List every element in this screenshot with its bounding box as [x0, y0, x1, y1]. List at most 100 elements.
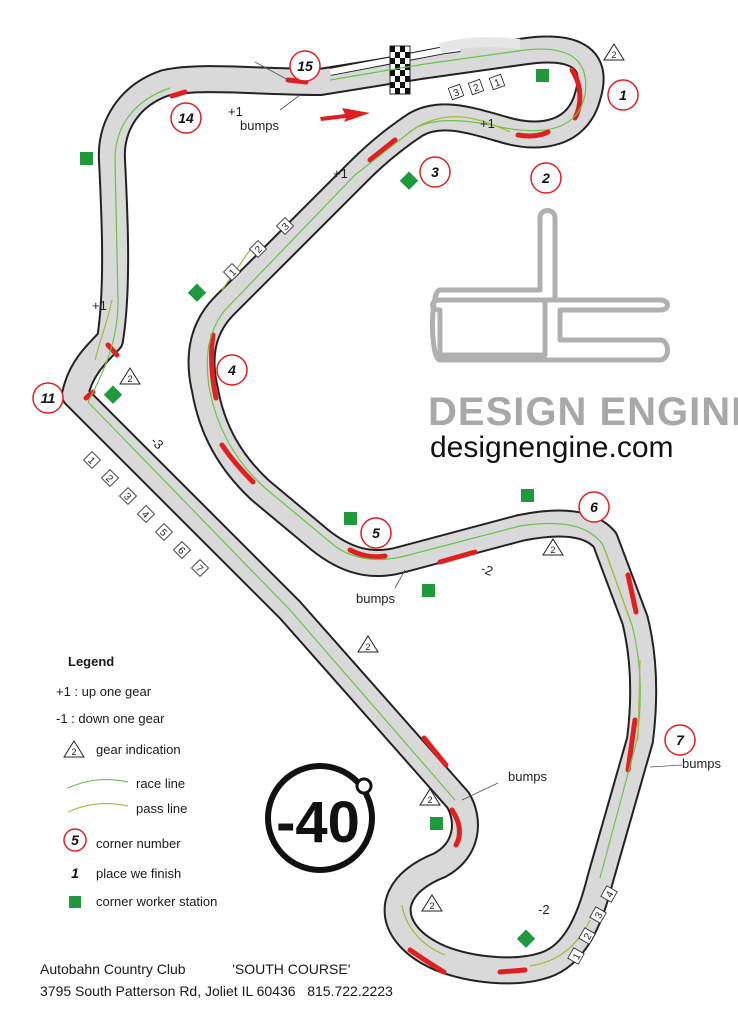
legend-place-icon: 1	[71, 865, 79, 881]
finish-markers: 3 2 1 1 2 3 1 2 3 4 5 6 7 1 2 3 4	[82, 73, 618, 965]
svg-text:1: 1	[571, 951, 584, 962]
bumps-label: bumps	[508, 769, 548, 784]
corner-4: 4	[216, 354, 248, 386]
footer-club: Autobahn Country Club	[40, 961, 186, 977]
svg-text:2: 2	[127, 374, 132, 384]
svg-text:14: 14	[178, 110, 194, 126]
worker-station	[399, 171, 419, 190]
bumps-label: bumps	[240, 118, 280, 133]
legend-down-gear: -1 : down one gear	[56, 711, 165, 726]
gear-marker: 2	[119, 367, 141, 385]
svg-text:6: 6	[590, 499, 598, 515]
legend-gear-indication: gear indication	[96, 742, 181, 757]
svg-text:2: 2	[429, 901, 434, 911]
legend-title: Legend	[68, 654, 115, 669]
worker-station	[187, 283, 207, 302]
legend-up-gear: +1 : up one gear	[56, 684, 152, 699]
corner-6: 6	[578, 491, 610, 523]
track-surface	[61, 35, 658, 985]
gear-change: +1	[333, 166, 348, 181]
svg-text:3: 3	[431, 164, 439, 180]
logo-mark	[430, 208, 670, 363]
corner-5: 5	[360, 517, 392, 549]
bumps-labels: bumps bumps bumps bumps	[240, 61, 722, 801]
gear-change: -3	[148, 434, 167, 453]
svg-text:2: 2	[582, 931, 595, 942]
gear-change: +1	[92, 298, 107, 313]
svg-text:15: 15	[297, 58, 313, 74]
worker-station	[521, 489, 534, 502]
svg-text:2: 2	[365, 642, 370, 652]
svg-text:1: 1	[619, 87, 627, 103]
gear-change: +1	[228, 104, 243, 119]
legend-worker-icon	[69, 896, 81, 908]
gear-change: -2	[538, 902, 550, 917]
corner-numbers: 1 2 3 4 5 6 7 11 14 15	[32, 50, 696, 756]
badge-40: -40	[265, 763, 375, 873]
bumps-label: bumps	[682, 756, 722, 771]
corner-2: 2	[530, 162, 562, 194]
gear-marker: 2	[603, 43, 625, 61]
footer-phone: 815.722.2223	[307, 983, 393, 999]
footer-address: 3795 South Patterson Rd, Joliet IL 60436	[40, 983, 296, 999]
gear-change: -2	[479, 561, 495, 579]
start-finish-flag	[389, 45, 411, 95]
worker-station	[430, 817, 443, 830]
gear-markers: 2 2 2 2 2 2	[119, 43, 625, 912]
legend-race-line-icon	[67, 778, 129, 789]
footer: Autobahn Country Club 'SOUTH COURSE' 379…	[40, 958, 393, 1002]
curbs	[83, 67, 639, 975]
corner-11: 11	[32, 382, 64, 414]
svg-text:5: 5	[71, 832, 79, 848]
legend-symbols: 2 5 1	[63, 740, 129, 908]
svg-text:1: 1	[493, 77, 502, 89]
worker-station	[536, 69, 549, 82]
worker-station	[516, 929, 536, 948]
svg-text:11: 11	[41, 390, 56, 406]
brand-name: DESIGN ENGINE	[428, 390, 738, 434]
corner-1: 1	[607, 79, 639, 111]
bumps-label: bumps	[356, 591, 396, 606]
worker-station	[344, 512, 357, 525]
race-line	[87, 48, 641, 879]
svg-text:5: 5	[372, 525, 380, 541]
badge-text: -40	[276, 790, 360, 855]
svg-text:2: 2	[611, 50, 616, 60]
svg-text:2: 2	[427, 795, 432, 805]
gear-changes: +1 +1 +1 +1 -3 -2 -2	[92, 104, 550, 917]
pass-line	[94, 116, 641, 967]
worker-station	[103, 385, 123, 404]
svg-text:4: 4	[227, 362, 236, 378]
corner-7: 7	[664, 724, 696, 756]
gear-marker: 2	[357, 635, 379, 653]
gear-marker: 2	[542, 538, 564, 556]
legend-pass-line-icon	[67, 802, 129, 813]
legend-corner-icon	[63, 828, 87, 852]
gear-marker: 2	[419, 788, 441, 806]
legend-corner-number: corner number	[96, 836, 181, 851]
worker-station	[422, 584, 435, 597]
svg-text:3: 3	[593, 910, 606, 921]
svg-text:2: 2	[472, 82, 481, 94]
gear-change: +1	[480, 116, 495, 131]
legend-worker-station: corner worker station	[96, 894, 218, 909]
legend-pass-line: pass line	[136, 801, 188, 816]
brand-url: designengine.com	[430, 431, 674, 464]
gear-marker: 2	[421, 894, 443, 912]
legend-place-finish: place we finish	[96, 866, 182, 881]
svg-text:2: 2	[71, 747, 76, 757]
svg-text:2: 2	[541, 170, 550, 186]
legend-race-line: race line	[136, 776, 186, 791]
svg-text:2: 2	[550, 545, 555, 555]
corner-14: 14	[170, 102, 202, 134]
design-engine-logo: DESIGN ENGINE designengine.com	[428, 208, 738, 464]
corner-15: 15	[289, 50, 321, 82]
pit-lane	[329, 37, 521, 76]
footer-course: 'SOUTH COURSE'	[232, 961, 351, 977]
svg-text:3: 3	[452, 87, 461, 99]
direction-arrow	[320, 108, 370, 122]
svg-text:7: 7	[676, 732, 685, 748]
corner-3: 3	[419, 156, 451, 188]
legend-gear-icon	[63, 740, 85, 758]
